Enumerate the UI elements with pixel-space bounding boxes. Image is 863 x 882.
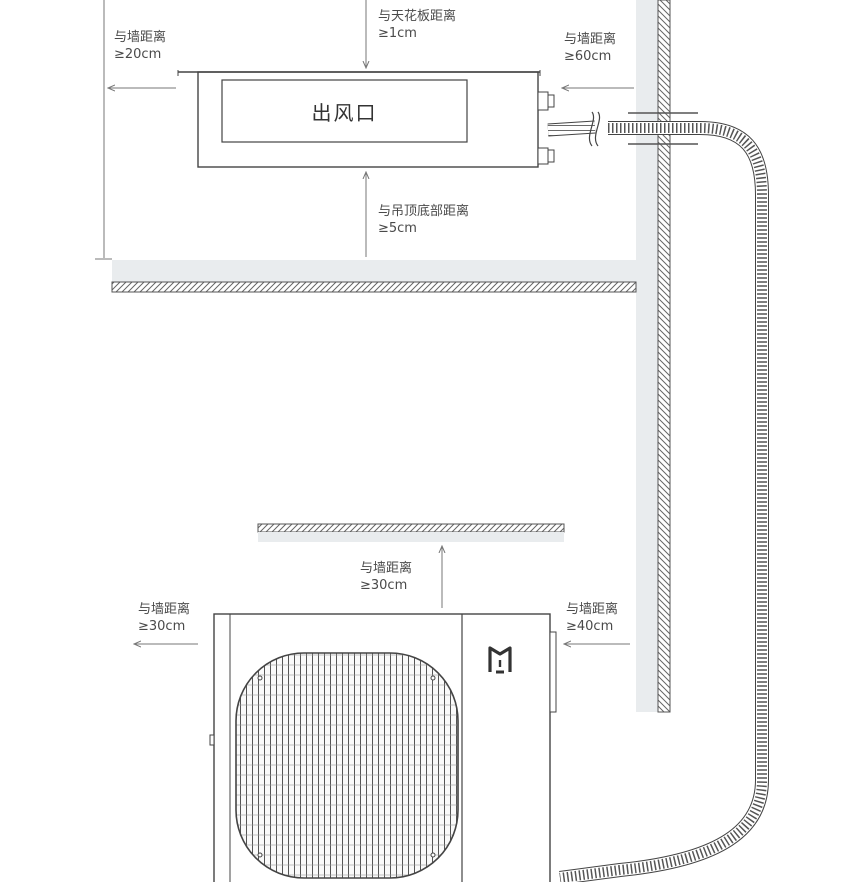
label-top-wall-outdoor-title: 与墙距离 [360, 561, 413, 576]
suspended-ceiling-fill [112, 260, 636, 282]
label-right-wall-indoor-title: 与墙距离 [564, 32, 617, 47]
label-top-wall-outdoor-value: ≥30cm [360, 578, 408, 593]
label-ceiling-panel-value: ≥1cm [378, 26, 417, 41]
outdoor-top-wall-fill [258, 532, 564, 542]
air-outlet-label: 出风口 [311, 100, 378, 125]
air-outlet-box [221, 79, 468, 143]
label-left-wall-outdoor-title: 与墙距离 [138, 602, 191, 617]
label-right-wall-outdoor: 与墙距离 ≥40cm [566, 601, 618, 635]
outdoor-unit [209, 613, 557, 882]
label-left-wall-indoor-value: ≥20cm [114, 47, 162, 62]
fan-grill [235, 652, 459, 879]
label-left-wall-outdoor-value: ≥30cm [138, 619, 186, 634]
label-left-wall-indoor-title: 与墙距离 [114, 30, 167, 45]
label-top-wall-outdoor: 与墙距离 ≥30cm [360, 560, 412, 594]
label-ceiling-bottom-value: ≥5cm [378, 221, 417, 236]
label-left-wall-outdoor: 与墙距离 ≥30cm [138, 601, 190, 635]
label-right-wall-indoor-value: ≥60cm [564, 49, 612, 64]
outdoor-top-wall-hatch [257, 523, 565, 533]
indoor-unit [177, 70, 555, 168]
refrigerant-pipe [547, 111, 769, 882]
label-right-wall-outdoor-title: 与墙距离 [566, 602, 619, 617]
vertical-wall-hatch [657, 0, 671, 713]
label-left-wall-indoor: 与墙距离 ≥20cm [114, 29, 166, 63]
label-right-wall-indoor: 与墙距离 ≥60cm [564, 31, 616, 65]
label-right-wall-outdoor-value: ≥40cm [566, 619, 614, 634]
mi-home-logo-icon [488, 646, 512, 672]
clearance-arrows [108, 0, 634, 644]
vertical-wall-fill [636, 0, 658, 712]
suspended-ceiling-hatch [111, 281, 637, 293]
label-ceiling-panel-title: 与天花板距离 [378, 9, 457, 24]
label-ceiling-panel: 与天花板距离 ≥1cm [378, 8, 456, 42]
label-ceiling-bottom-title: 与吊顶底部距离 [378, 204, 470, 219]
label-ceiling-bottom: 与吊顶底部距离 ≥5cm [378, 203, 469, 237]
